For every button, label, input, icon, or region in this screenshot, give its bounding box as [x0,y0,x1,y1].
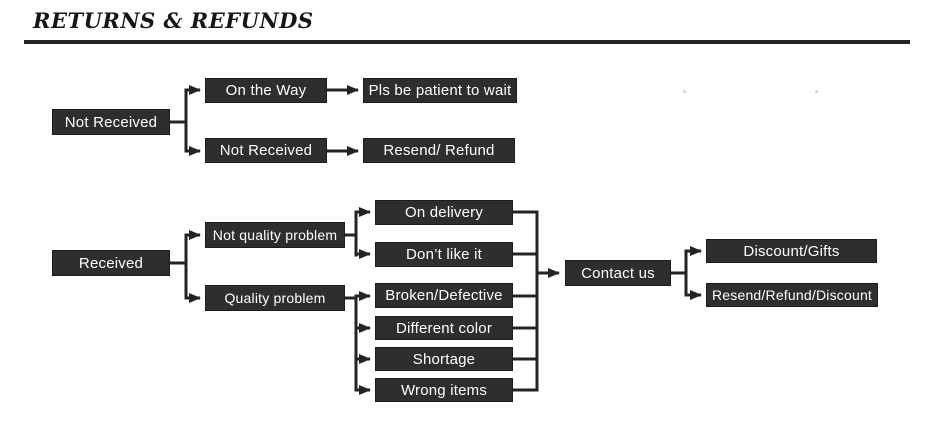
node-on-the-way: On the Way [205,78,327,103]
node-not-quality-problem: Not quality problem [205,222,345,248]
node-shortage: Shortage [375,347,513,371]
node-received-root: Received [52,250,170,276]
node-contact-us: Contact us [565,260,671,286]
node-quality-problem: Quality problem [205,285,345,311]
node-not-received-branch: Not Received [205,138,327,163]
node-discount-gifts: Discount/Gifts [706,239,877,263]
node-not-received-root: Not Received [52,109,170,135]
node-dont-like-it: Don’t like it [375,242,513,267]
node-broken-defective: Broken/Defective [375,283,513,308]
page-title: RETURNS & REFUNDS [33,8,314,33]
node-resend-refund-discount: Resend/Refund/Discount [706,283,878,307]
artifact-dot [815,90,818,93]
artifact-dot [683,90,686,93]
node-on-delivery: On delivery [375,200,513,225]
title-underline [24,40,910,44]
node-pls-be-patient: Pls be patient to wait [363,78,517,103]
node-different-color: Different color [375,316,513,340]
node-wrong-items: Wrong items [375,378,513,402]
node-resend-refund: Resend/ Refund [363,138,515,163]
